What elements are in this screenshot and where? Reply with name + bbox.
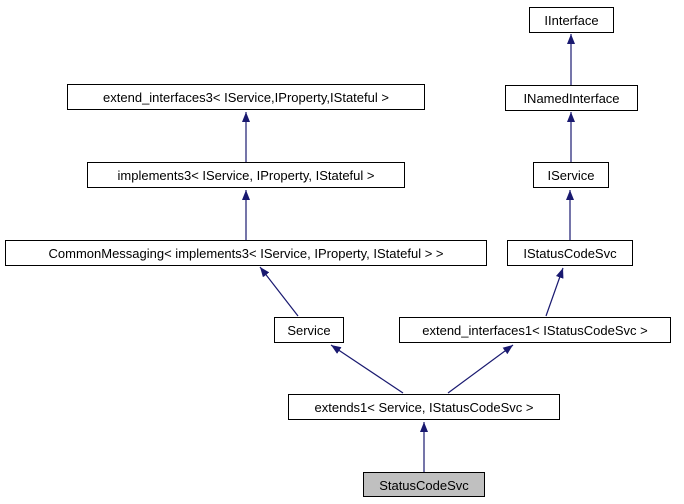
class-node-label: extends1< Service, IStatusCodeSvc > xyxy=(314,400,534,415)
class-node-label: IInterface xyxy=(544,13,599,28)
class-node-service[interactable]: Service xyxy=(274,317,344,343)
class-node-label: implements3< IService, IProperty, IState… xyxy=(117,168,375,183)
class-node-label: IStatusCodeSvc xyxy=(523,246,617,261)
class-node-commonmessaging[interactable]: CommonMessaging< implements3< IService, … xyxy=(5,240,487,266)
class-node-implements3[interactable]: implements3< IService, IProperty, IState… xyxy=(87,162,405,188)
class-node-label: IService xyxy=(547,168,595,183)
class-node-label: Service xyxy=(287,323,331,338)
inheritance-arrow-extend-interfaces1-to-istatuscodesvc xyxy=(545,267,564,317)
class-node-extends1[interactable]: extends1< Service, IStatusCodeSvc > xyxy=(288,394,560,420)
class-node-label: CommonMessaging< implements3< IService, … xyxy=(48,246,444,261)
class-node-label: extend_interfaces1< IStatusCodeSvc > xyxy=(422,323,648,338)
class-node-label: extend_interfaces3< IService,IProperty,I… xyxy=(103,90,389,105)
class-node-extend-interfaces3[interactable]: extend_interfaces3< IService,IProperty,I… xyxy=(67,84,425,110)
class-node-inamedinterface[interactable]: INamedInterface xyxy=(505,85,638,111)
inheritance-arrow-service-to-commonmessaging xyxy=(259,266,299,317)
class-node-statuscodesvc: StatusCodeSvc xyxy=(363,472,485,497)
class-node-istatuscodesvc[interactable]: IStatusCodeSvc xyxy=(507,240,633,266)
class-node-label: INamedInterface xyxy=(523,91,620,106)
class-node-label: StatusCodeSvc xyxy=(379,477,469,493)
inheritance-arrow-extends1-to-extend-interfaces1 xyxy=(447,344,514,394)
inheritance-arrow-extends1-to-service xyxy=(330,344,404,394)
class-node-iservice[interactable]: IService xyxy=(533,162,609,188)
class-node-iinterface[interactable]: IInterface xyxy=(529,7,614,33)
class-node-extend-interfaces1[interactable]: extend_interfaces1< IStatusCodeSvc > xyxy=(399,317,671,343)
